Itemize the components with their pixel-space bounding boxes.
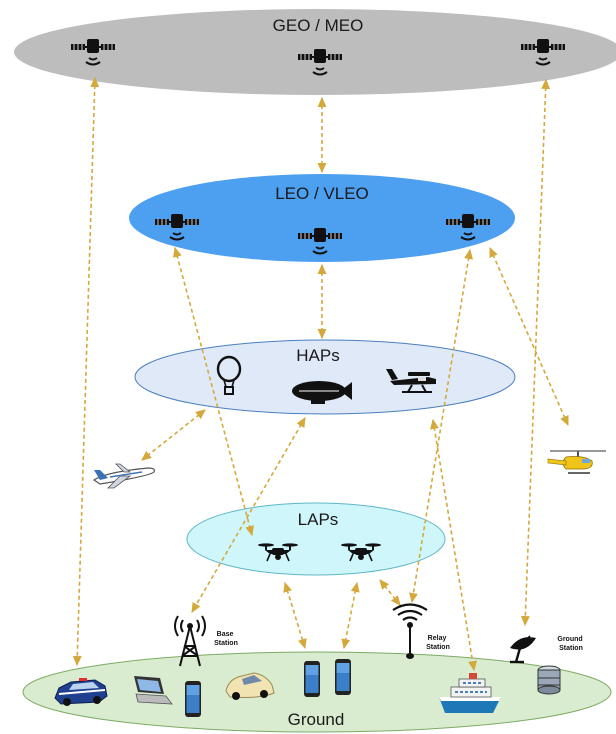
ground-station-label: Ground Station [557, 636, 584, 652]
base-station-label: Base Station [214, 631, 238, 647]
link-haps-base-station [191, 417, 306, 613]
laptop-icon [134, 676, 173, 705]
ground-label: Ground [288, 710, 345, 729]
leo-vleo-layer [129, 174, 515, 262]
relay-station-label-line1: Relay [428, 635, 447, 642]
link-leo-helicopter [489, 246, 569, 427]
airplane-icon [92, 463, 155, 489]
geo-meo-label: GEO / MEO [273, 16, 364, 35]
link-haps-ship [430, 418, 477, 672]
server-icon [537, 665, 561, 695]
link-drone-relay [379, 579, 401, 606]
link-haps-airplane [141, 409, 206, 461]
ground-station-label-line1: Ground [557, 636, 582, 643]
police-car-icon [54, 678, 108, 706]
ground-station-label-line2: Station [559, 645, 583, 652]
base-station-label-line1: Base [217, 631, 234, 638]
relay-station-label-line2: Station [426, 644, 450, 651]
cell-tower-icon [174, 615, 206, 667]
dish-antenna-icon [510, 635, 536, 664]
relay-station-label: Relay Station [426, 635, 450, 651]
relay-antenna-icon [392, 603, 428, 659]
small-plane-icon [386, 369, 436, 393]
leo-vleo-label: LEO / VLEO [275, 184, 369, 203]
helicopter-icon [547, 450, 606, 474]
balloon-icon [216, 355, 242, 395]
link-drone-phone-1 [283, 581, 307, 650]
link-leo-relay [409, 248, 473, 604]
smartphone-icon [304, 661, 320, 697]
laps-label: LAPs [298, 510, 339, 529]
ship-icon [439, 673, 501, 713]
smartphone-icon [335, 659, 351, 695]
smartphone-icon [185, 681, 201, 717]
link-drone-phone-2 [341, 581, 360, 650]
links [72, 76, 569, 672]
base-station-label-line2: Station [214, 640, 238, 647]
airship-icon [292, 381, 352, 404]
link-geo-ground [72, 76, 100, 667]
car-icon [225, 672, 275, 700]
haps-label: HAPs [296, 346, 339, 365]
